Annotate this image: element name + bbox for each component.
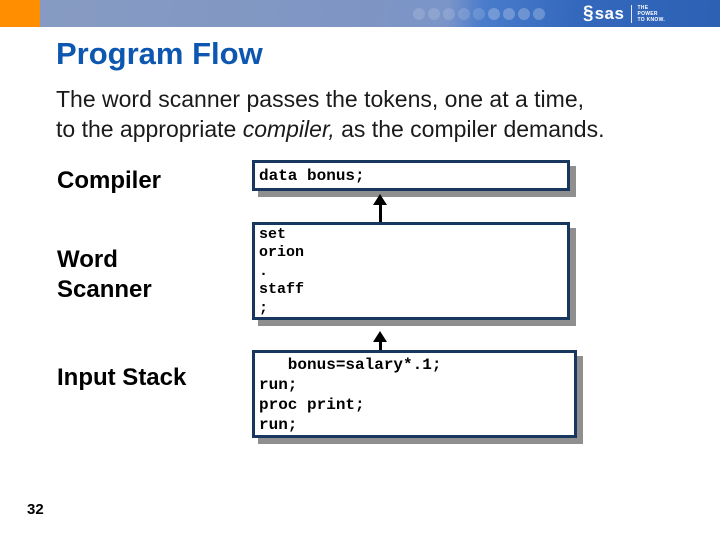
input-stack-code-box: bonus=salary*.1; run; proc print; run; (252, 350, 577, 438)
header-dot-icon (533, 8, 545, 20)
sas-wordmark: sas (594, 4, 625, 23)
header-dot-icon (428, 8, 440, 20)
header-bar: § sas THE POWER TO KNOW. (0, 0, 720, 27)
header-dots (413, 8, 545, 20)
word-scanner-code-box: set orion . staff ; (252, 222, 570, 320)
arrow-up-icon (372, 194, 388, 223)
sas-tagline: THE POWER TO KNOW. (631, 4, 665, 23)
body-line-1: The word scanner passes the tokens, one … (56, 86, 585, 112)
header-dot-icon (518, 8, 530, 20)
arrow-head (373, 194, 387, 205)
word-scanner-code: set orion . staff ; (259, 226, 305, 317)
sas-logo: § sas THE POWER TO KNOW. (583, 2, 665, 25)
orange-accent-block (0, 0, 40, 27)
page-number: 32 (27, 501, 44, 518)
header-dot-icon (458, 8, 470, 20)
page-title: Program Flow (56, 36, 263, 71)
label-compiler: Compiler (57, 167, 162, 194)
label-input-stack: Input Stack (57, 364, 187, 391)
sas-swirl-icon: § (583, 3, 594, 24)
header-dot-icon (488, 8, 500, 20)
arrow-stem (378, 342, 382, 350)
body-line-2-pre: to the appropriate (56, 116, 243, 142)
body-text: The word scanner passes the tokens, one … (56, 84, 686, 144)
compiler-code: data bonus; (259, 167, 365, 185)
header-dot-icon (503, 8, 515, 20)
header-dot-icon (473, 8, 485, 20)
arrow-head (373, 331, 387, 342)
header-dot-icon (443, 8, 455, 20)
header-dot-icon (413, 8, 425, 20)
input-stack-code: bonus=salary*.1; run; proc print; run; (259, 356, 442, 434)
body-line-2-post: as the compiler demands. (334, 116, 605, 142)
label-word-scanner: Word Scanner (57, 246, 152, 303)
body-line-2-italic: compiler, (242, 116, 335, 142)
arrow-stem (378, 205, 382, 223)
arrow-up-icon (372, 331, 388, 350)
compiler-code-box: data bonus; (252, 160, 570, 191)
